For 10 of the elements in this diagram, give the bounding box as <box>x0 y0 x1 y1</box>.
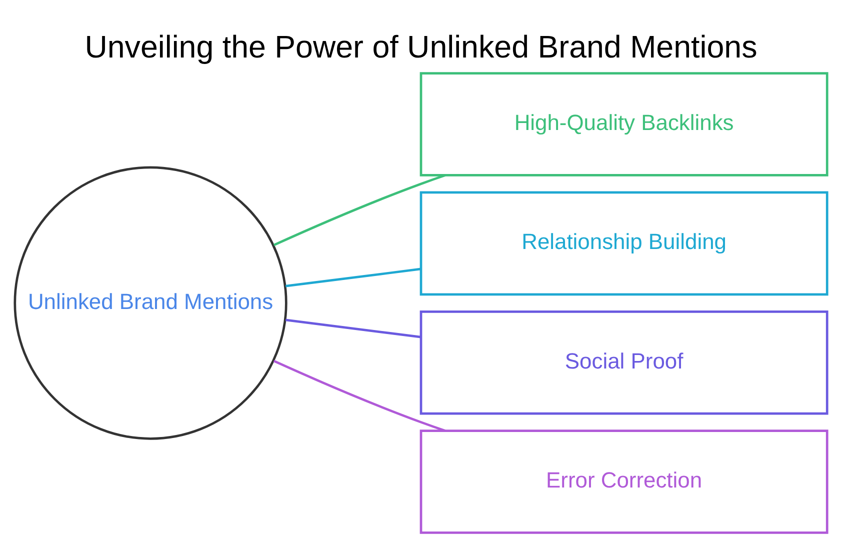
node-box: High-Quality Backlinks <box>420 72 828 176</box>
connector <box>273 359 446 432</box>
diagram-title: Unveiling the Power of Unlinked Brand Mentions <box>84 29 758 64</box>
node-box: Social Proof <box>420 310 828 414</box>
connector <box>286 318 422 338</box>
node-box: Error Correction <box>420 429 828 534</box>
connector <box>273 174 446 246</box>
connector <box>286 267 422 287</box>
node-box: Relationship Building <box>420 190 828 296</box>
node-circle: Unlinked Brand Mentions <box>14 166 288 440</box>
